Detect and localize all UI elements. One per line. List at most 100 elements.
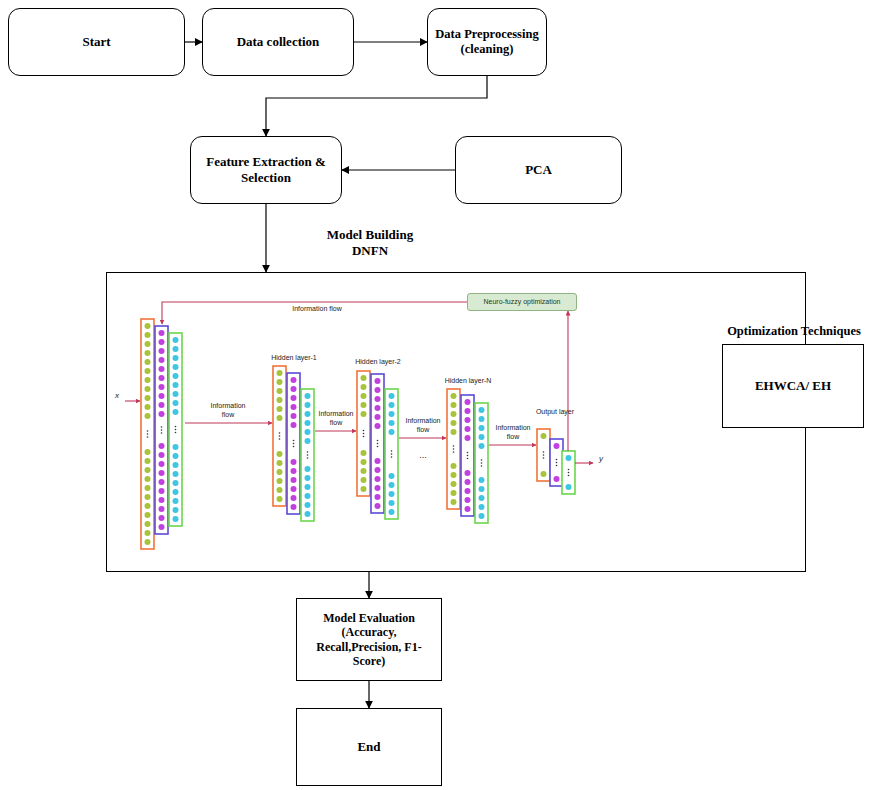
ellipsis-dot [377,446,379,448]
ellipsis-dot [377,443,379,445]
box-text: Data Preprocessing (cleaning) [434,27,540,57]
ellipsis-dot [175,429,177,431]
neuron-dot [159,479,165,485]
neuron-dot [465,488,471,494]
neuron-dot [173,337,179,343]
neuron-dot [159,384,165,390]
neuron-dot [451,402,457,408]
neuron-dot [479,504,485,510]
neuron-dot [361,477,367,483]
neuron-dot [361,393,367,399]
neuron-dot [451,420,457,426]
layer-column [371,374,384,513]
feedback-line [162,302,467,324]
neuron-dot [277,478,283,484]
neuron-dot [375,485,381,491]
neuron-dot [291,422,297,428]
layer-label: Hidden layer-1 [264,353,324,362]
neuron-dot [145,341,151,347]
layer-column [357,371,370,496]
neuron-dot [173,498,179,504]
neuron-dot [305,493,311,499]
neuron-dot [277,406,283,412]
ellipsis: ... [408,451,438,460]
neuron-dot [291,495,297,501]
neuron-dot [465,426,471,432]
neuron-dot [159,443,165,449]
neuron-dot [451,411,457,417]
layer-column [273,366,286,506]
neuron-dot [277,388,283,394]
neuron-dot [159,452,165,458]
box-text: Feature Extraction & Selection [197,154,335,185]
technique-box: Optimization TechniquesEHWCA/ EH [722,344,864,428]
layer-column [475,403,488,523]
layer-column [447,389,460,509]
neuron-dot [375,396,381,402]
neuron-dot [173,462,179,468]
neuron-dot [479,477,485,483]
neuron-dot [375,458,381,464]
neuron-dot [291,395,297,401]
box-text: End [357,739,380,755]
neuron-dot [277,397,283,403]
neuron-dot [541,433,547,439]
neuron-dot [277,487,283,493]
neuron-dot [361,468,367,474]
neuron-dot [145,395,151,401]
layer-column [550,439,563,486]
neuron-dot [305,502,311,508]
neuron-dot [173,480,179,486]
ellipsis-dot [363,436,365,438]
neuron-dot [145,350,151,356]
ellipsis-dot [467,452,469,454]
flow-arrow [125,400,140,401]
neuron-dot [389,402,395,408]
flow-connector [354,41,427,42]
ellipsis-dot [161,432,163,434]
ellipsis-dot [556,465,558,467]
neuron-dot [145,404,151,410]
ellipsis-dot [293,440,295,442]
box-heading: Optimization Techniques [727,324,861,340]
flow-arrow [315,430,356,431]
neuron-dot [375,476,381,482]
neuron-dot [291,459,297,465]
neuron-dot [145,323,151,329]
neuron-dot [305,466,311,472]
neuron-dot [389,500,395,506]
neuron-dot [479,486,485,492]
ellipsis-dot [391,453,393,455]
neuron-dot [305,484,311,490]
process-box: Data collection [202,8,354,76]
ellipsis-dot [467,458,469,460]
flow-arrow [399,437,446,438]
ellipsis-dot [307,454,309,456]
neuron-dot [375,405,381,411]
layer-column [155,326,168,534]
box-text: Neuro-fuzzy optimization [483,298,560,306]
neuron-dot [173,355,179,361]
neuron-dot [361,459,367,465]
neuron-dot [375,378,381,384]
flow-arrow [185,422,272,423]
optimization-tag: Neuro-fuzzy optimization [467,293,577,311]
panel-heading: Model Building DNFN [310,227,430,260]
ellipsis-dot [481,465,483,467]
neuron-dot [173,453,179,459]
neuron-dot [159,330,165,336]
ellipsis-dot [363,430,365,432]
neuron-dot [145,503,151,509]
box-text: PCA [525,162,552,178]
neuron-dot [451,481,457,487]
ellipsis-dot [279,438,281,440]
neuron-dot [465,417,471,423]
ellipsis-dot [556,462,558,464]
neuron-dot [173,400,179,406]
neuron-dot [145,332,151,338]
neuron-dot [159,488,165,494]
ellipsis-dot [293,443,295,445]
neuron-dot [173,391,179,397]
ellipsis-dot [377,440,379,442]
neuron-dot [145,521,151,527]
